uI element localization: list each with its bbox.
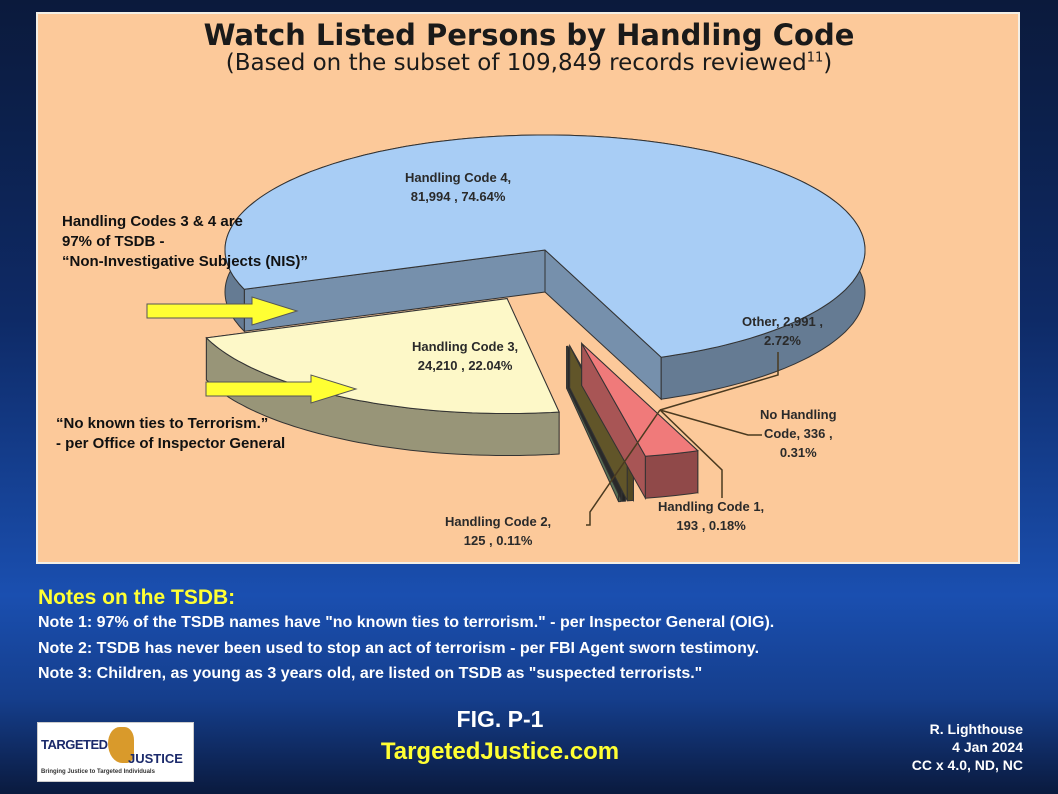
label-code1: Handling Code 1,193 , 0.18% [658,499,765,533]
leader-no-code [659,409,762,436]
arrow-right-icon [205,374,358,404]
figure-number: FIG. P-1 [456,706,544,732]
website-link[interactable]: TargetedJustice.com [380,738,620,765]
logo-text-2: JUSTICE [128,751,183,766]
label-code4: Handling Code 4,81,994 , 74.64% [405,170,512,204]
annotation-no-ties: “No known ties to Terrorism.”- per Offic… [56,415,286,452]
pie-slice-handling-code-3 [205,298,560,414]
arrow-right-icon [146,296,299,326]
leader-code1 [659,409,723,498]
pie-slice-handling-code-4 [224,134,866,358]
label-other: Other, 2,991 ,2.72% [742,314,823,348]
pie-slice-other [581,343,699,457]
label-code2: Handling Code 2,125 , 0.11% [445,514,552,548]
targeted-justice-logo: TARGETED JUSTICE Bringing Justice to Tar… [37,722,194,782]
leader-code2 [586,409,661,526]
logo-tagline: Bringing Justice to Targeted Individuals [41,769,155,775]
logo-text-1: TARGETED [41,737,108,752]
chart-subtitle: (Based on the subset of 109,849 records … [225,50,833,76]
notes-title: Notes on the TSDB: [38,586,236,609]
note-2: Note 2: TSDB has never been used to stop… [38,640,760,657]
justice-figure-icon [108,727,134,763]
chart-title: Watch Listed Persons by Handling Code [203,18,855,52]
leader-other [659,352,779,411]
label-code3: Handling Code 3,24,210 , 22.04% [412,339,519,373]
pie-side-other [644,450,699,499]
note-1: Note 1: 97% of the TSDB names have "no k… [38,614,775,631]
note-3: Note 3: Children, as young as 3 years ol… [38,665,703,682]
